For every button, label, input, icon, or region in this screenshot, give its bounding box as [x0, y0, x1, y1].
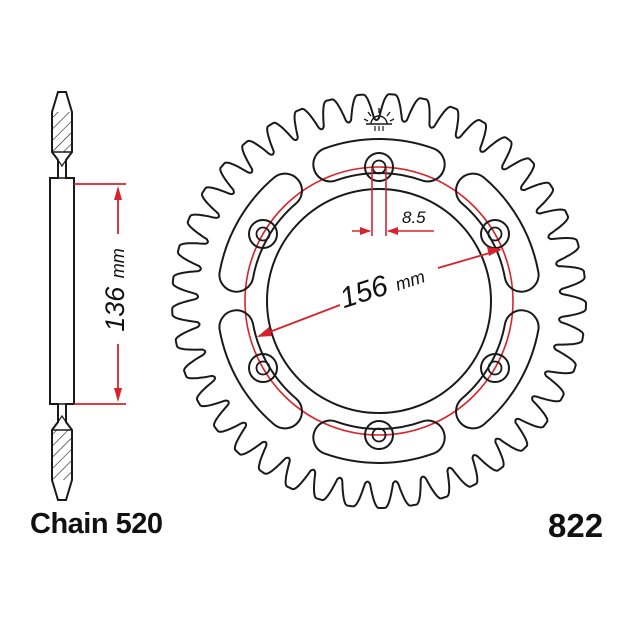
- bolt-hole-boss: [480, 219, 510, 249]
- bolt-circle-value: 156: [336, 269, 393, 315]
- lightening-slot: [312, 138, 446, 183]
- bolt-hole: [371, 427, 387, 443]
- svg-text:136 mm: 136 mm: [100, 248, 130, 332]
- lightening-slots: [218, 138, 540, 464]
- part-number-label: 822: [548, 507, 604, 544]
- bolt-circle-dimension: 156 mm: [257, 247, 502, 337]
- bolt-circle: [244, 166, 514, 436]
- lower-tooth-notch: [57, 414, 67, 423]
- bolt-hole-boss: [364, 420, 394, 450]
- svg-text:156 mm: 156 mm: [336, 258, 428, 315]
- bolt-hole: [487, 360, 503, 376]
- bolt-hole-dimension: 8.5: [352, 168, 434, 236]
- lightening-slot: [312, 419, 446, 464]
- lightening-slot: [455, 172, 540, 293]
- tooth-profile-outline: [171, 93, 587, 509]
- bolt-hole-arrow-left: [360, 227, 371, 235]
- bolt-hole-boss: [248, 353, 278, 383]
- svg-text:8.5: 8.5: [402, 208, 426, 227]
- lightening-slot: [455, 309, 540, 430]
- bolt-circle-arrow-right: [487, 247, 502, 256]
- sun-rays-logo-icon: [363, 108, 395, 131]
- bolt-circle-arrow-left: [257, 327, 272, 337]
- chain-size-label: Chain 520: [30, 508, 163, 540]
- bolt-hole-boss: [364, 152, 394, 182]
- height-dimension: 136 mm: [74, 183, 130, 405]
- lower-tooth-hatch: [52, 430, 72, 480]
- height-arrow-top: [114, 186, 122, 200]
- bolt-circle-unit: mm: [393, 266, 428, 294]
- bolt-hole: [255, 360, 271, 376]
- bolt-hole: [487, 226, 503, 242]
- height-value: 136: [100, 286, 130, 332]
- sprocket-front-view: [171, 93, 587, 509]
- upper-tooth-hatch: [52, 112, 72, 152]
- upper-tooth-notch: [57, 159, 67, 168]
- bolt-hole-arrow-right: [387, 227, 398, 235]
- bolt-hole-boss: [248, 219, 278, 249]
- bolt-hole: [371, 159, 387, 175]
- height-unit: mm: [108, 248, 128, 278]
- height-arrow-bottom: [114, 388, 122, 402]
- bolt-hole-value: 8.5: [402, 208, 426, 227]
- bolt-holes: [248, 152, 510, 450]
- bolt-hole-boss: [480, 353, 510, 383]
- bolt-hole: [255, 226, 271, 242]
- center-bore: [266, 188, 492, 414]
- side-view: [49, 91, 75, 501]
- lightening-slot: [218, 309, 303, 430]
- lightening-slot: [218, 172, 303, 293]
